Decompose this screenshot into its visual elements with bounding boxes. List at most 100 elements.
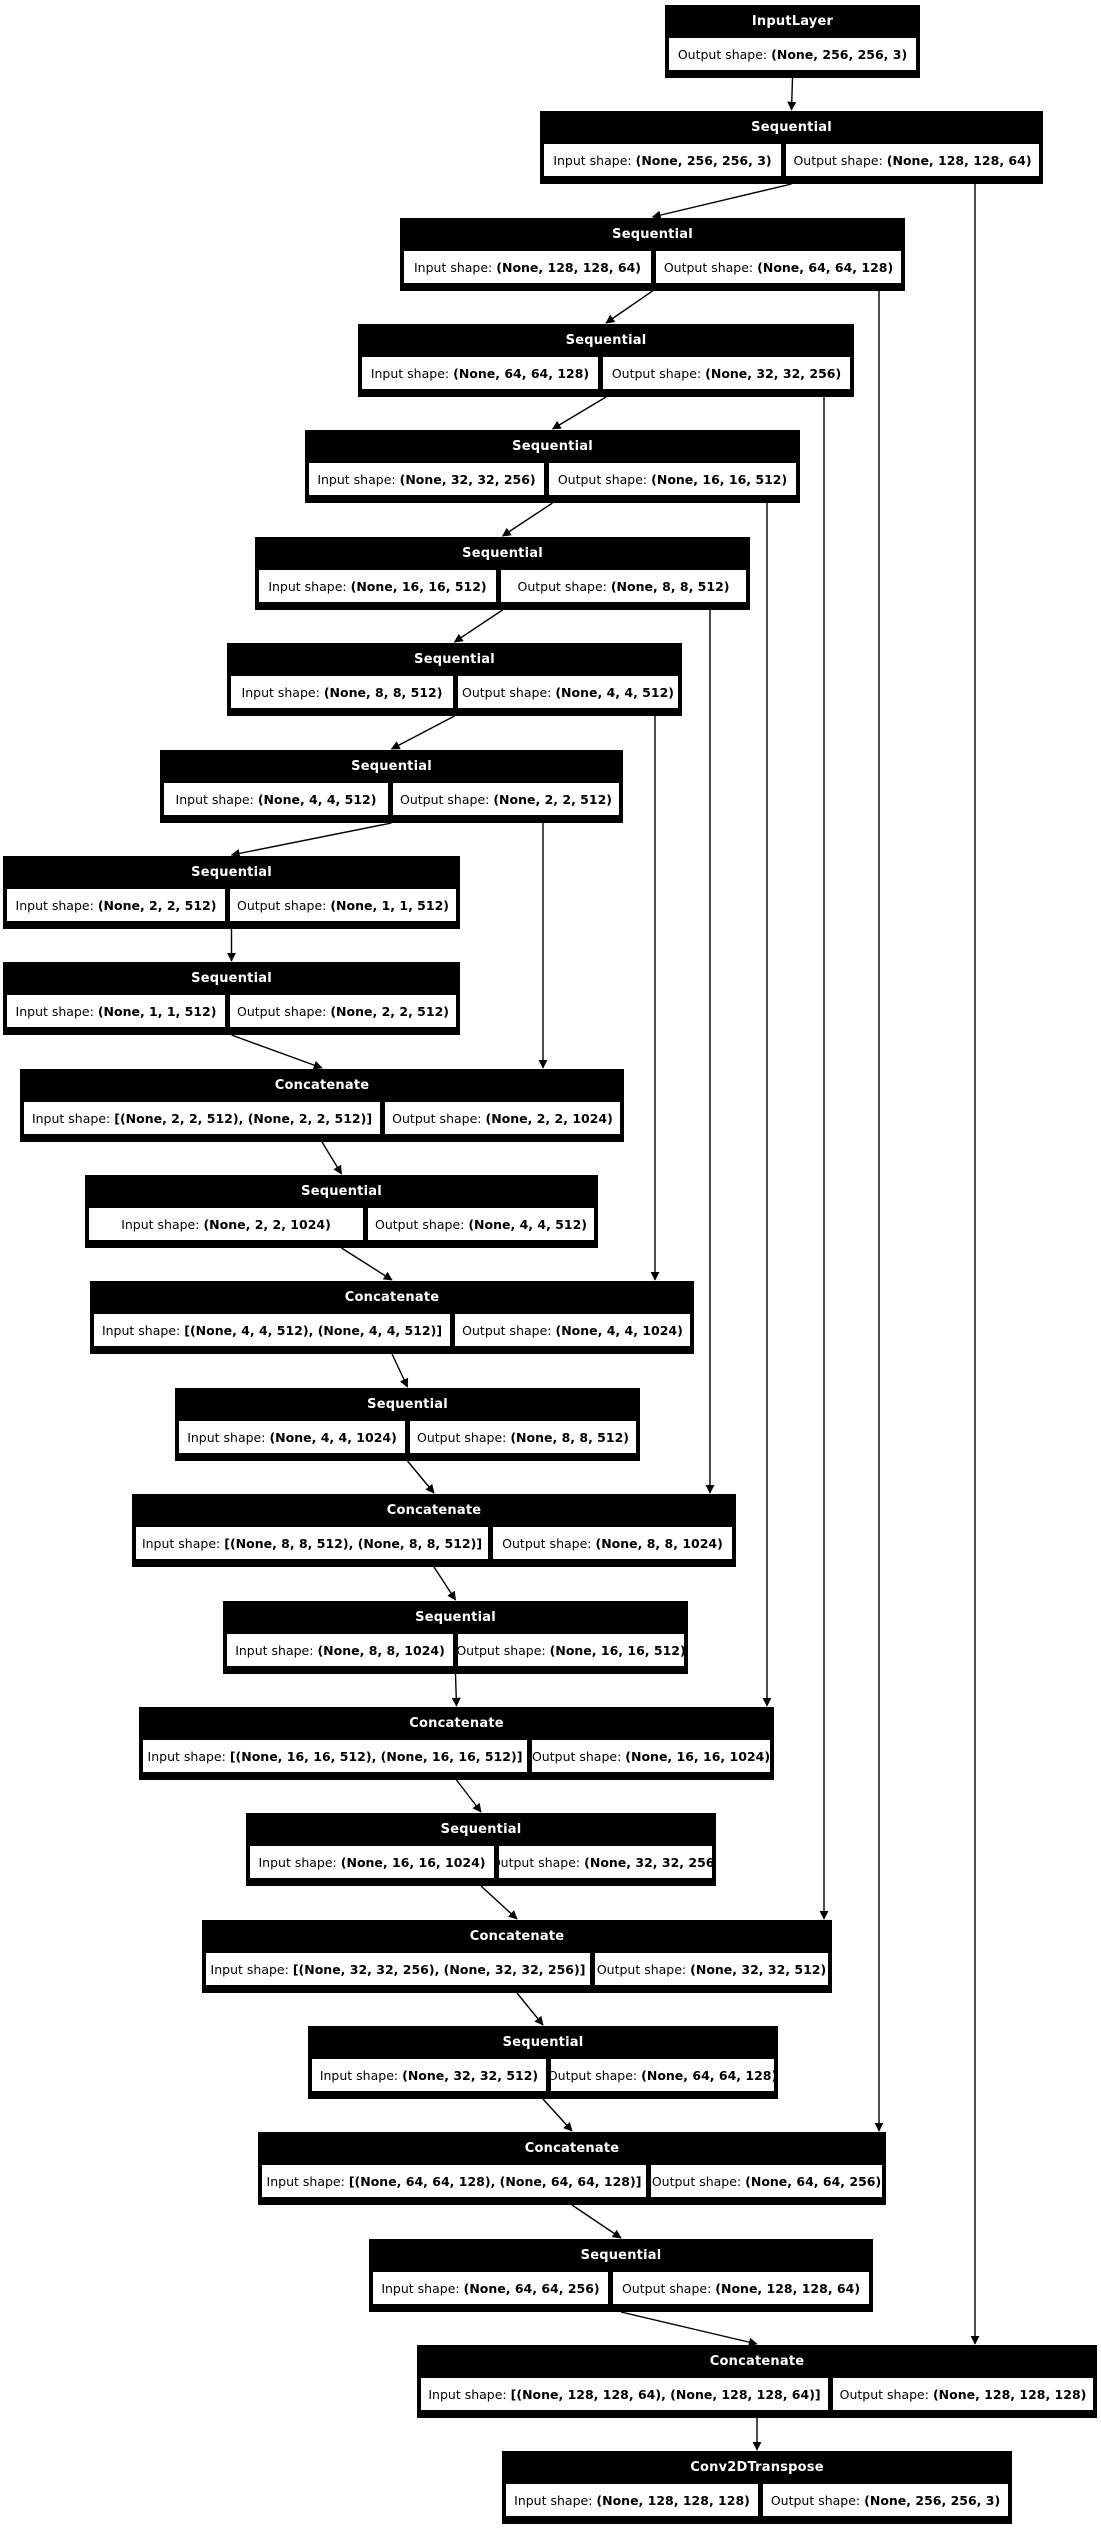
input-shape-cell: Input shape:[(None, 4, 4, 512), (None, 4… <box>94 1314 450 1346</box>
output-shape-cell: Output shape:(None, 64, 64, 128) <box>551 2059 774 2091</box>
layer-node-body: Input shape:(None, 8, 8, 1024)Output sha… <box>223 1634 688 1670</box>
input-shape-cell: Input shape:(None, 4, 4, 1024) <box>179 1421 405 1453</box>
output-shape-cell: Output shape:(None, 8, 8, 512) <box>410 1421 636 1453</box>
layer-node-title: Concatenate <box>709 2354 805 2369</box>
input-shape-label: Input shape: <box>413 259 493 275</box>
input-shape-value: [(None, 4, 4, 512), (None, 4, 4, 512)] <box>184 1322 443 1338</box>
chain-edge <box>542 2098 573 2132</box>
output-shape-value: (None, 32, 32, 256) <box>705 365 842 381</box>
layer-node-body: Input shape:(None, 2, 2, 1024)Output sha… <box>85 1208 598 1244</box>
output-shape-cell: Output shape:(None, 8, 8, 512) <box>501 570 746 602</box>
output-shape-cell: Output shape:(None, 128, 128, 64) <box>613 2272 869 2304</box>
output-shape-label: Output shape: <box>458 1642 546 1658</box>
chain-edge <box>455 1779 482 1813</box>
layer-node-body: Input shape:(None, 32, 32, 256) Output sh… <box>305 463 800 499</box>
input-shape-label: Input shape: <box>258 1854 337 1870</box>
input-shape-value: (None, 16, 16, 1024) <box>340 1854 486 1870</box>
layer-node-title: Concatenate <box>386 1503 482 1518</box>
layer-node-body: Input shape:(None, 16, 16, 512)Output sh… <box>255 570 750 606</box>
output-shape-label: Output shape: <box>770 2492 861 2508</box>
input-shape-value: [(None, 64, 64, 128), (None, 64, 64, 128… <box>348 2173 642 2189</box>
input-shape-label: Input shape: <box>268 578 347 594</box>
output-shape-cell: Output shape:(None, 16, 16, 1024) <box>532 1740 770 1772</box>
layer-node-title: Sequential <box>565 333 647 348</box>
output-shape-label: Output shape: <box>839 2386 929 2402</box>
input-shape-cell: Input shape:[(None, 2, 2, 512), (None, 2… <box>24 1102 380 1134</box>
input-shape-value: (None, 128, 128, 64) <box>496 259 641 275</box>
chain-edge <box>453 609 503 643</box>
input-shape-label: Input shape: <box>317 471 396 487</box>
input-shape-label: Input shape: <box>370 365 450 381</box>
input-shape-label: Input shape: <box>514 2492 593 2508</box>
input-shape-label: Input shape: <box>147 1748 226 1764</box>
output-shape-label: Output shape: <box>462 684 552 700</box>
output-shape-cell: Output shape:(None, 32, 32, 512) <box>595 1953 828 1985</box>
chain-edge <box>605 290 653 324</box>
chain-edge <box>651 183 792 220</box>
input-shape-value: [(None, 32, 32, 256), (None, 32, 32, 256… <box>292 1961 586 1977</box>
layer-node-title: Sequential <box>502 2035 584 2050</box>
input-shape-cell: Input shape:[(None, 128, 128, 64), (None… <box>421 2378 828 2410</box>
chain-edge <box>516 1992 544 2026</box>
output-shape-value: (None, 256, 256, 3) <box>771 46 908 62</box>
chain-edge <box>391 1353 409 1388</box>
chain-edge <box>480 1885 518 1920</box>
layer-node-title: Concatenate <box>344 1290 440 1305</box>
input-shape-cell: Input shape:(None, 32, 32, 256) <box>309 463 544 495</box>
output-shape-label: Output shape: <box>532 1748 622 1764</box>
output-shape-cell: Output shape:(None, 32, 32, 256) <box>603 357 850 389</box>
output-shape-label: Output shape: <box>551 2067 638 2083</box>
input-shape-cell: Input shape:(None, 1, 1, 512) <box>7 995 225 1027</box>
input-shape-cell: Input shape:(None, 64, 64, 256) <box>373 2272 608 2304</box>
output-shape-label: Output shape: <box>499 1854 581 1870</box>
layer-node-body: Input shape:[(None, 64, 64, 128), (None,… <box>258 2165 886 2201</box>
output-shape-value: (None, 128, 128, 64) <box>715 2280 861 2296</box>
input-shape-label: Input shape: <box>235 1642 314 1658</box>
input-shape-cell: Input shape:(None, 4, 4, 512) <box>164 783 388 815</box>
layer-node-title: Sequential <box>191 971 272 986</box>
layer-node-title: Conv2DTranspose <box>690 2460 824 2475</box>
output-shape-cell: Output shape:(None, 128, 128, 128) <box>833 2378 1093 2410</box>
chain-edge <box>501 502 553 537</box>
input-shape-label: Input shape: <box>141 1535 221 1551</box>
input-shape-label: Input shape: <box>187 1429 266 1445</box>
output-shape-cell: Output shape:(None, 2, 2, 512) <box>393 783 619 815</box>
layer-node-title: Concatenate <box>469 1929 565 1944</box>
output-shape-cell: Output shape:(None, 4, 4, 512) <box>368 1208 594 1240</box>
output-shape-value: (None, 2, 2, 512) <box>493 791 612 807</box>
chain-edge <box>551 396 607 430</box>
input-shape-cell: Input shape:[(None, 8, 8, 512), (None, 8… <box>136 1527 488 1559</box>
input-shape-value: (None, 128, 128, 128) <box>596 2492 750 2508</box>
output-shape-label: Output shape: <box>417 1429 507 1445</box>
output-shape-cell: Output shape:(None, 2, 2, 1024) <box>385 1102 620 1134</box>
output-shape-value: (None, 32, 32, 512) <box>690 1961 827 1977</box>
input-shape-value: (None, 2, 2, 1024) <box>203 1216 331 1232</box>
output-shape-value: (None, 16, 16, 512) <box>549 1642 684 1658</box>
output-shape-label: Output shape: <box>663 259 754 275</box>
output-shape-cell: Output shape:(None, 1, 1, 512) <box>230 889 456 921</box>
layer-node-body: Input shape:(None, 64, 64, 256)Output sh… <box>369 2272 873 2308</box>
layer-node-body: Input shape:[(None, 8, 8, 512), (None, 8… <box>132 1527 736 1563</box>
output-shape-label: Output shape: <box>677 46 768 62</box>
layer-node-title: Sequential <box>462 546 543 561</box>
output-shape-label: Output shape: <box>557 471 648 487</box>
input-shape-value: (None, 4, 4, 512) <box>257 791 377 807</box>
output-shape-cell: Output shape:(None, 16, 16, 512) <box>458 1634 684 1666</box>
layer-node-body: Input shape:(None, 32, 32, 512)Output sh… <box>308 2059 778 2095</box>
layer-node-title: Sequential <box>351 759 432 774</box>
layer-node-body: Output shape:(None, 256, 256, 3) <box>665 38 920 74</box>
output-shape-value: (None, 64, 64, 128) <box>757 259 894 275</box>
output-shape-label: Output shape: <box>392 1110 482 1126</box>
layer-node-body: Input shape:(None, 16, 16, 1024) Output s… <box>246 1846 716 1882</box>
